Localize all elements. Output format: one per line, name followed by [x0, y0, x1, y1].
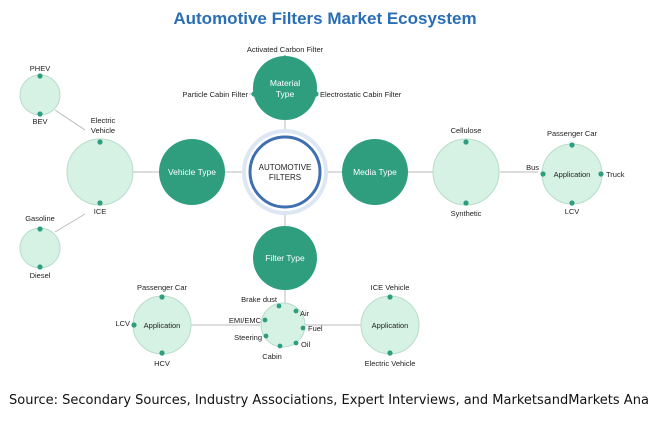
media-synthetic-label: Synthetic — [451, 209, 482, 218]
filter-app-left-passenger-car: Passenger Car — [137, 283, 188, 292]
vehicle-type-label: Vehicle Type — [168, 167, 216, 177]
filter-type-label: Filter Type — [265, 253, 305, 263]
material-type-label-line1: Material — [270, 78, 300, 88]
electric-sub-circle — [19, 74, 61, 116]
filter-app-right-electric-vehicle: Electric Vehicle — [365, 359, 416, 368]
connector-dots — [37, 55, 604, 356]
media-type-hub — [342, 139, 408, 205]
media-cellulose-label: Cellulose — [451, 126, 482, 135]
filter-air: Air — [300, 309, 310, 318]
vehicle-type-hub — [159, 139, 225, 205]
material-option-electrostatic-cabin: Electrostatic Cabin Filter — [320, 90, 402, 99]
filter-brake-dust: Brake dust — [241, 295, 278, 304]
vehicle-diesel-label: Diesel — [30, 271, 51, 280]
vehicle-category-circle — [66, 138, 134, 206]
filter-app-right-ice-vehicle: ICE Vehicle — [371, 283, 410, 292]
filter-fuel: Fuel — [308, 324, 323, 333]
filter-cabin: Cabin — [262, 352, 282, 361]
electric-vehicle-label-line1: Electric — [91, 116, 116, 125]
media-circle — [432, 138, 500, 206]
filter-oil: Oil — [301, 340, 311, 349]
filter-steering: Steering — [234, 333, 262, 342]
material-option-particle-cabin: Particle Cabin Filter — [183, 90, 249, 99]
center-label-line2: FILTERS — [269, 173, 301, 182]
electric-vehicle-label-line2: Vehicle — [91, 126, 115, 135]
filter-type-hub — [253, 226, 317, 290]
filter-items-circle — [260, 302, 306, 348]
material-type-hub — [253, 56, 317, 120]
center-label-line1: AUTOMOTIVE — [259, 163, 312, 172]
media-app-passenger-car: Passenger Car — [547, 129, 598, 138]
source-note: Source: Secondary Sources, Industry Asso… — [9, 393, 650, 408]
filter-app-left-label: Application — [144, 321, 181, 330]
material-option-activated-carbon: Activated Carbon Filter — [247, 45, 324, 54]
filter-app-left-lcv: LCV — [115, 319, 130, 328]
vehicle-phev-label: PHEV — [30, 64, 50, 73]
media-app-bus: Bus — [526, 163, 539, 172]
filter-app-left-hcv: HCV — [154, 359, 170, 368]
ice-sub-circle — [19, 227, 61, 269]
media-app-lcv: LCV — [565, 207, 580, 216]
vehicle-bev-label: BEV — [32, 117, 47, 126]
media-application-label: Application — [554, 170, 591, 179]
vehicle-gasoline-label: Gasoline — [25, 214, 55, 223]
filter-emi-emc: EMI/EMC — [229, 316, 262, 325]
filter-app-right-label: Application — [372, 321, 409, 330]
diagram-title: Automotive Filters Market Ecosystem — [173, 9, 477, 28]
ice-label: ICE — [94, 207, 107, 216]
center-circle — [248, 135, 322, 209]
media-type-label: Media Type — [353, 167, 397, 177]
material-type-label-line2: Type — [276, 89, 295, 99]
media-app-truck: Truck — [606, 170, 625, 179]
